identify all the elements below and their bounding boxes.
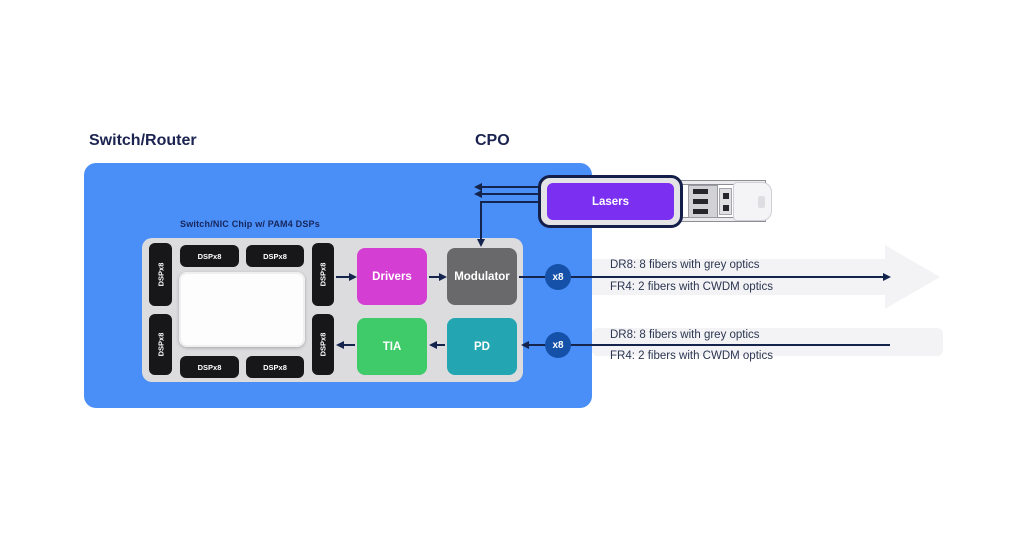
chip-die — [179, 272, 305, 347]
laser-module: Lasers — [538, 175, 683, 228]
rx-fiber-label-dr8: DR8: 8 fibers with grey optics — [610, 329, 760, 341]
tx-fiber-label-fr4: FR4: 2 fibers with CWDM optics — [610, 281, 773, 293]
x8-badge-rx: x8 — [545, 332, 571, 358]
tx-fiber-label-dr8: DR8: 8 fibers with grey optics — [610, 259, 760, 271]
pd-block: PD — [447, 318, 517, 375]
plug-pin — [693, 189, 708, 194]
rx-fiber-label-fr4: FR4: 2 fibers with CWDM optics — [610, 350, 773, 362]
dsp-block: DSPx8 — [180, 356, 239, 378]
dsp-block: DSPx8 — [246, 245, 304, 267]
tx-fiber-arrow-shape — [592, 245, 940, 309]
plug-pin — [693, 199, 708, 204]
title-cpo: CPO — [475, 132, 510, 149]
plug-tab-mark — [758, 196, 765, 208]
dsp-block: DSPx8 — [149, 243, 172, 306]
chip-label: Switch/NIC Chip w/ PAM4 DSPs — [180, 219, 320, 229]
dsp-block: DSPx8 — [312, 314, 334, 375]
tia-block: TIA — [357, 318, 427, 375]
plug-latch — [719, 188, 732, 215]
lasers-block: Lasers — [547, 183, 674, 220]
title-switch-router: Switch/Router — [89, 132, 197, 149]
modulator-block: Modulator — [447, 248, 517, 305]
plug-pull-tab — [733, 182, 772, 221]
dsp-block: DSPx8 — [312, 243, 334, 306]
plug-latch-detail — [723, 205, 729, 211]
chip-substrate: DSPx8 DSPx8 DSPx8 DSPx8 DSPx8 DSPx8 DSPx… — [142, 238, 523, 382]
plug-latch-detail — [723, 193, 729, 199]
dsp-block: DSPx8 — [246, 356, 304, 378]
dsp-block: DSPx8 — [180, 245, 239, 267]
plug-pin — [693, 209, 708, 214]
plug-pin-block — [688, 185, 718, 218]
dsp-block: DSPx8 — [149, 314, 172, 375]
x8-badge-tx: x8 — [545, 264, 571, 290]
drivers-block: Drivers — [357, 248, 427, 305]
